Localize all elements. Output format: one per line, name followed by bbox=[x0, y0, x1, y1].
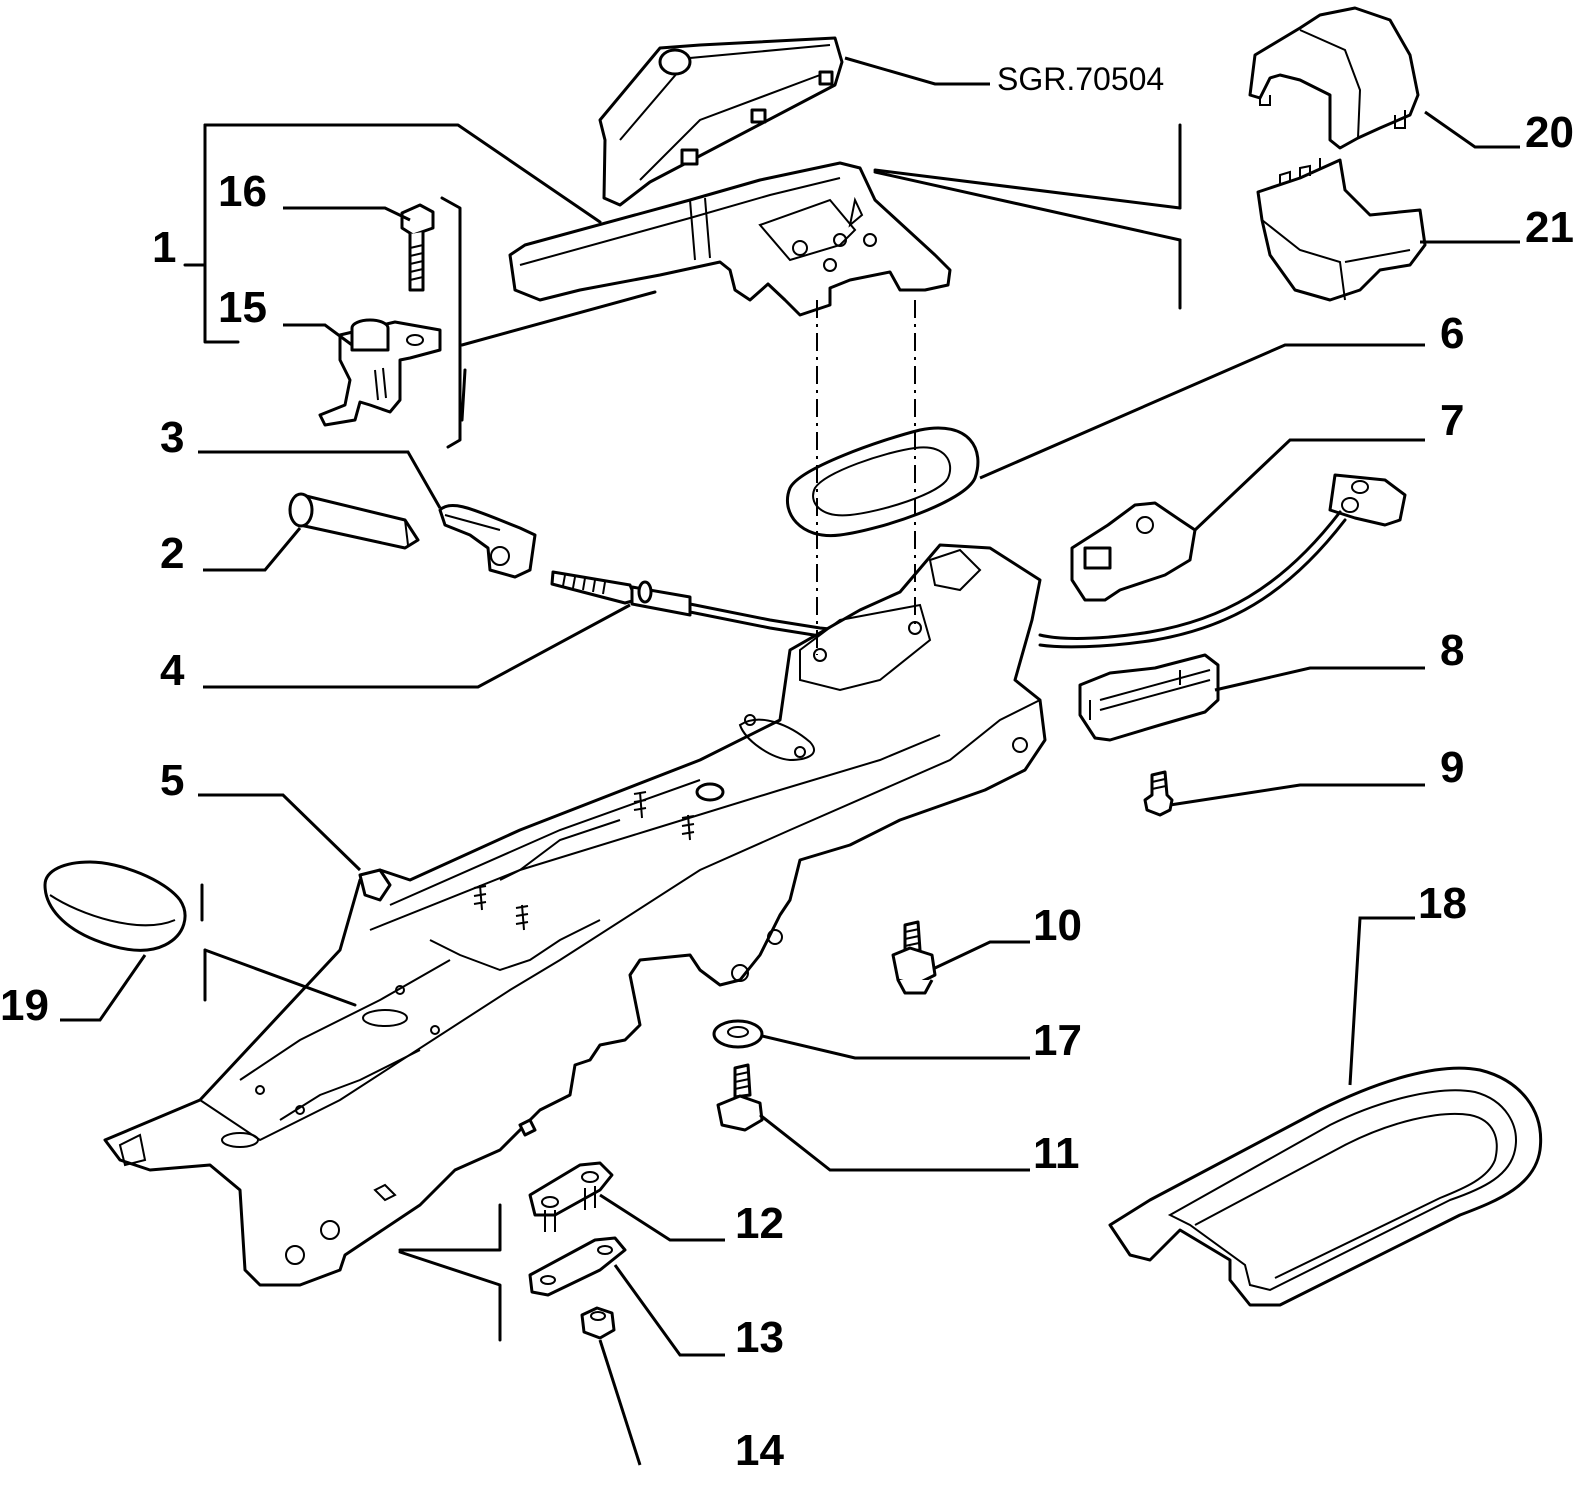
callout-18: 18 bbox=[1418, 879, 1467, 928]
callout-17: 17 bbox=[1033, 1016, 1082, 1065]
callout-12: 12 bbox=[735, 1199, 784, 1248]
callout-15: 15 bbox=[218, 283, 267, 332]
callout-11: 11 bbox=[1033, 1129, 1080, 1178]
reference-leader bbox=[844, 56, 990, 86]
callout-13: 13 bbox=[735, 1313, 784, 1362]
nut-14-part bbox=[580, 1306, 616, 1340]
connector-part bbox=[1078, 653, 1220, 742]
boot-ring-part bbox=[785, 426, 980, 538]
callout-20: 20 bbox=[1525, 108, 1574, 157]
clip-part bbox=[438, 503, 537, 579]
screw-9-part bbox=[1143, 770, 1174, 817]
callout-6: 6 bbox=[1440, 309, 1464, 358]
callout-labels: 1 2 3 4 5 6 7 8 9 10 11 12 13 14 15 16 1… bbox=[0, 108, 1574, 1475]
lever-bracket-part bbox=[318, 318, 442, 427]
reference-code: SGR.70504 bbox=[997, 61, 1164, 97]
bush-lower-part bbox=[1256, 158, 1427, 302]
assembly-axis-lines bbox=[816, 300, 916, 655]
handbrake-lever-part bbox=[508, 161, 952, 317]
plug-19-part bbox=[43, 860, 187, 952]
stud-plate-12-part bbox=[528, 1161, 614, 1232]
callout-leaders bbox=[60, 110, 1520, 1466]
lever-cover-part bbox=[598, 36, 844, 207]
screw-11-part bbox=[716, 1063, 764, 1132]
callout-16: 16 bbox=[218, 167, 267, 216]
callout-4: 4 bbox=[160, 646, 185, 695]
sensor-part bbox=[1038, 473, 1407, 649]
bush-upper-part bbox=[1248, 6, 1420, 150]
callout-7: 7 bbox=[1440, 396, 1464, 445]
washer-17-part bbox=[712, 1019, 764, 1049]
callout-9: 9 bbox=[1440, 743, 1464, 792]
callout-10: 10 bbox=[1033, 901, 1082, 950]
tray-mat-part bbox=[1108, 1066, 1543, 1307]
base-frame-part bbox=[103, 543, 1047, 1287]
bolt-16-part bbox=[400, 203, 435, 292]
callout-3: 3 bbox=[160, 413, 184, 462]
assembly-brackets bbox=[183, 123, 1182, 1342]
plate-13-part bbox=[528, 1236, 627, 1297]
callout-5: 5 bbox=[160, 756, 184, 805]
callout-21: 21 bbox=[1525, 203, 1574, 252]
callout-8: 8 bbox=[1440, 626, 1464, 675]
callout-2: 2 bbox=[160, 529, 184, 578]
callout-1: 1 bbox=[152, 223, 176, 272]
bolt-10-part bbox=[891, 920, 937, 995]
callout-19: 19 bbox=[0, 981, 49, 1030]
sleeve-part bbox=[288, 492, 420, 550]
cable-part bbox=[550, 570, 862, 642]
callout-14: 14 bbox=[735, 1426, 784, 1475]
